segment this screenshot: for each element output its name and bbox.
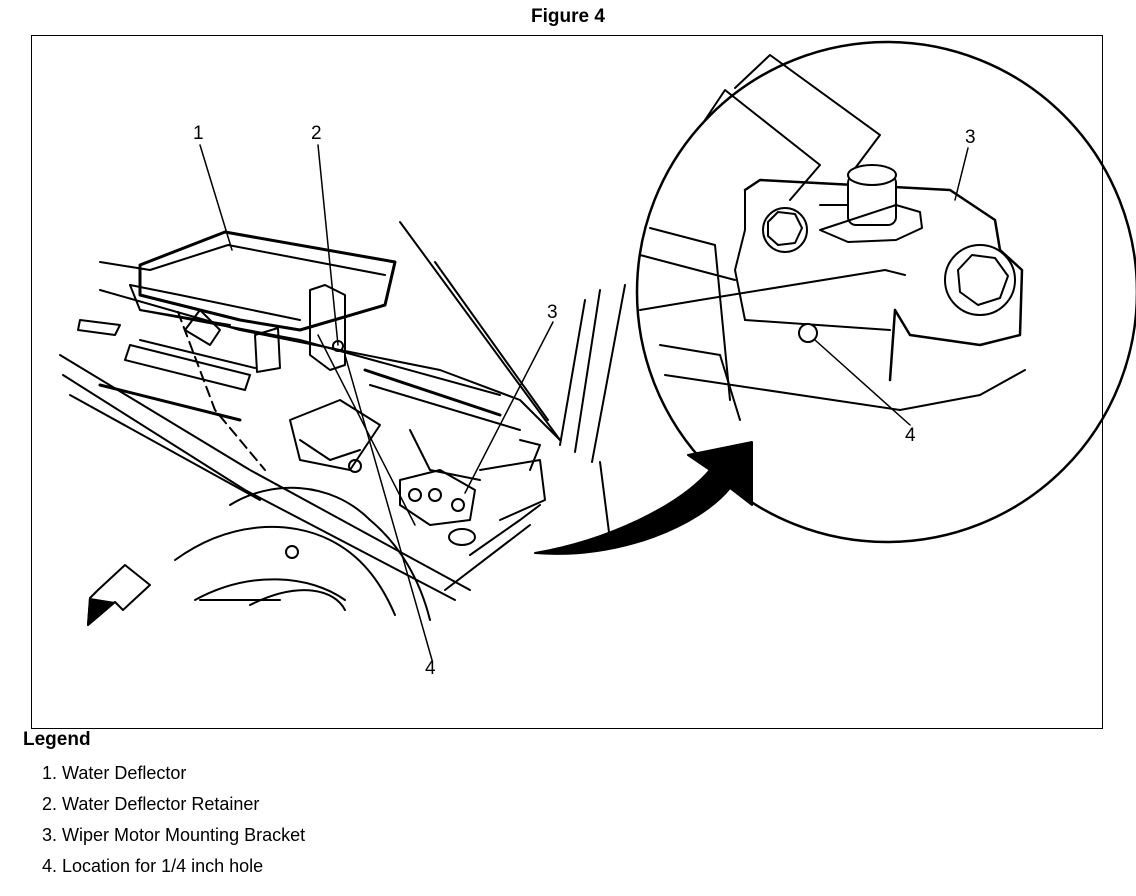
legend-item: 1. Water Deflector	[42, 763, 187, 783]
detail-callout-3: 3	[965, 127, 976, 148]
diagram-frame	[31, 35, 1103, 729]
callout-3: 3	[547, 302, 558, 323]
water-deflector	[129, 230, 397, 332]
front-direction-arrow	[87, 564, 151, 626]
figure-title: Figure 4	[531, 6, 605, 27]
detail-pointer-arrow	[534, 441, 753, 555]
legend-item: 3. Wiper Motor Mounting Bracket	[42, 825, 306, 845]
detail-callout-4: 4	[905, 425, 916, 446]
hole-location-dashed-line	[177, 311, 266, 471]
detail-magnified-view	[635, 40, 1136, 544]
callout-4: 4	[425, 658, 436, 679]
detail-leader-lines	[814, 147, 969, 426]
deflector-retainer	[184, 284, 346, 373]
legend-list: 1. Water Deflector 2. Water Deflector Re…	[42, 762, 305, 886]
main-leader-lines	[199, 144, 554, 661]
legend-item: 4. Location for 1/4 inch hole	[42, 856, 264, 876]
cowl-panel-drawing	[59, 221, 626, 621]
callout-1: 1	[193, 123, 204, 144]
callout-2: 2	[311, 123, 322, 144]
legend-item: 2. Water Deflector Retainer	[42, 794, 260, 814]
legend-title: Legend	[23, 729, 91, 750]
